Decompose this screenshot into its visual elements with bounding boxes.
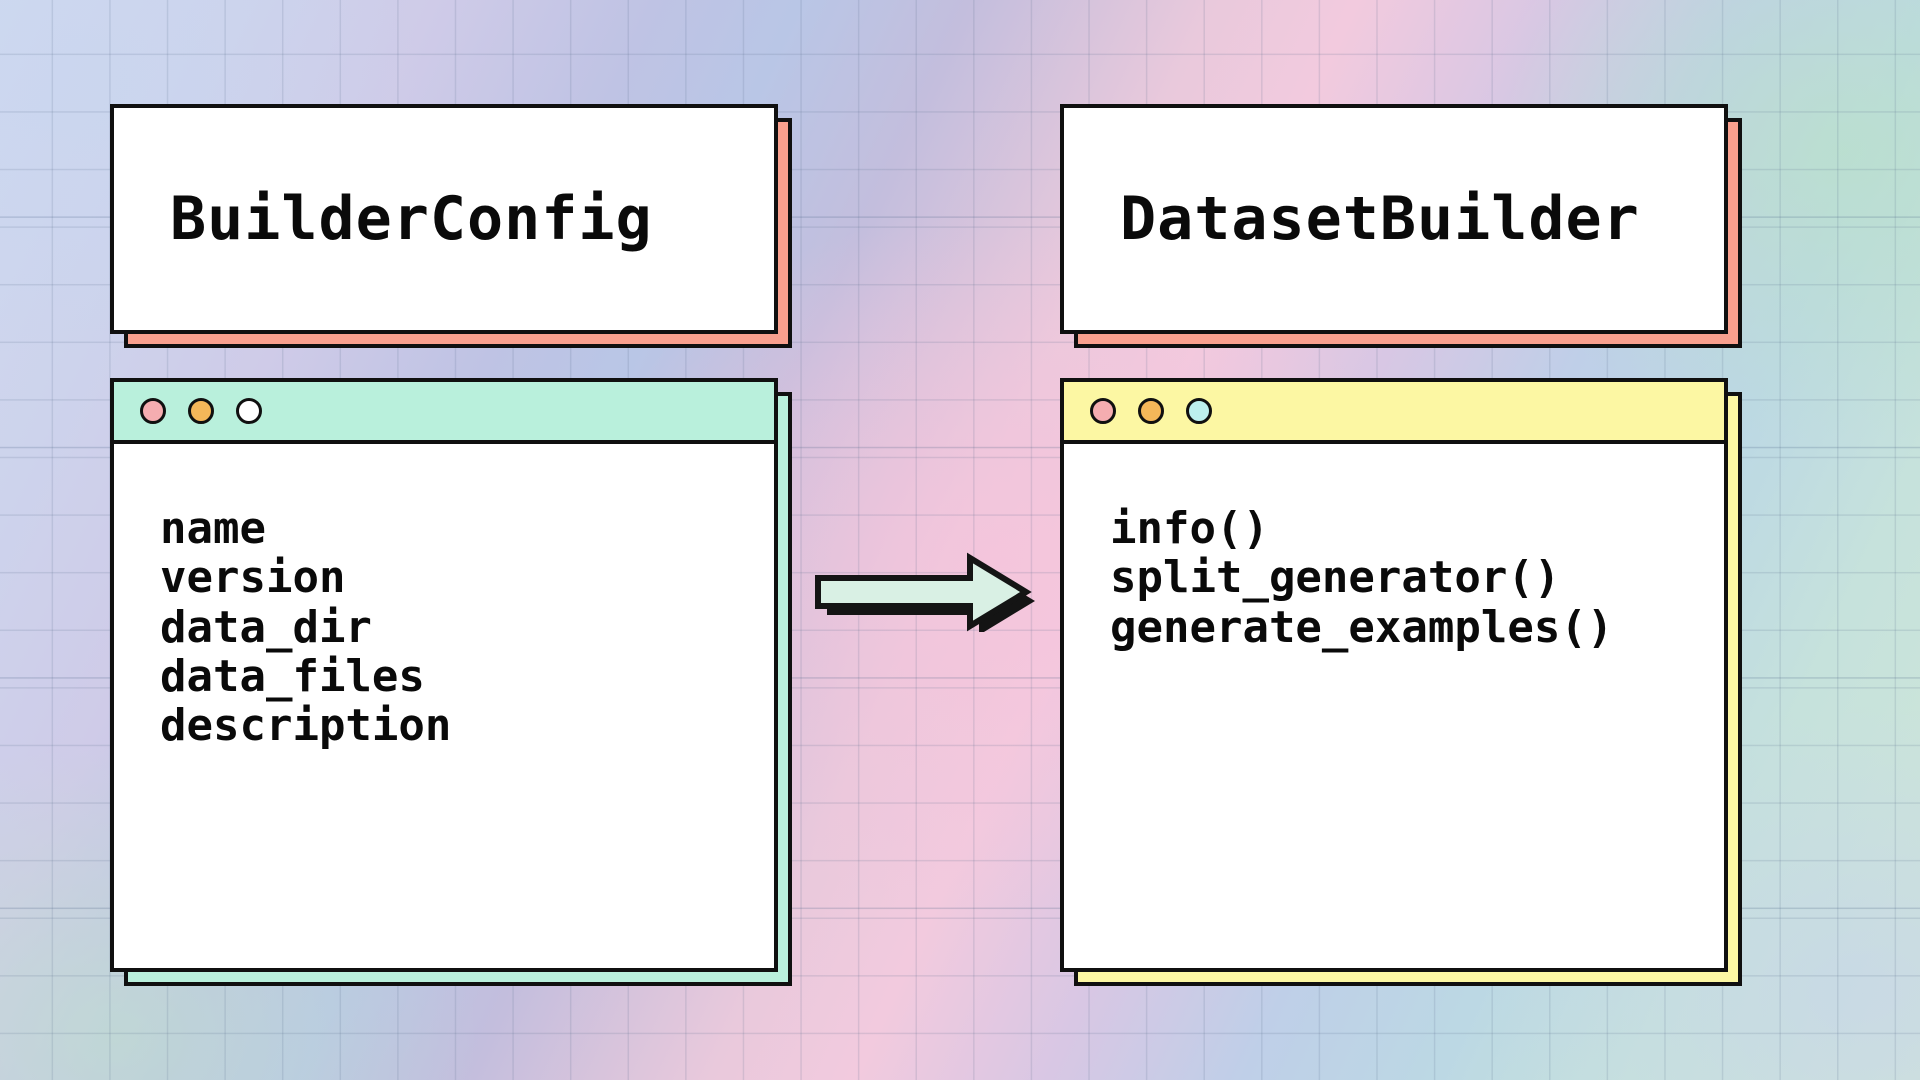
list-item: description (160, 700, 452, 752)
left-window-body: name version data_dir data_files descrip… (114, 444, 774, 968)
left-dot-close-icon[interactable] (140, 398, 166, 424)
list-item: data_files (160, 650, 425, 702)
right-dot-maximize-icon[interactable] (1186, 398, 1212, 424)
right-dot-close-icon[interactable] (1090, 398, 1116, 424)
right-dot-minimize-icon[interactable] (1138, 398, 1164, 424)
list-item: info() (1110, 503, 1269, 554)
list-item: generate_examples() (1110, 601, 1614, 653)
right-title-text: DatasetBuilder (1120, 184, 1640, 254)
left-window-titlebar[interactable] (114, 382, 774, 444)
left-title-card[interactable]: BuilderConfig (110, 104, 778, 334)
list-item: name (160, 503, 266, 554)
left-dot-maximize-icon[interactable] (236, 398, 262, 424)
right-window-titlebar[interactable] (1064, 382, 1724, 444)
list-item: data_dir (160, 601, 372, 653)
arrow-right-icon (812, 552, 1042, 632)
list-item: version (160, 552, 346, 604)
right-window[interactable]: info() split_generator() generate_exampl… (1060, 378, 1728, 972)
left-title-text: BuilderConfig (170, 184, 653, 254)
left-dot-minimize-icon[interactable] (188, 398, 214, 424)
right-window-body: info() split_generator() generate_exampl… (1064, 444, 1724, 968)
right-title-card[interactable]: DatasetBuilder (1060, 104, 1728, 334)
left-window[interactable]: name version data_dir data_files descrip… (110, 378, 778, 972)
list-item: split_generator() (1110, 552, 1561, 604)
